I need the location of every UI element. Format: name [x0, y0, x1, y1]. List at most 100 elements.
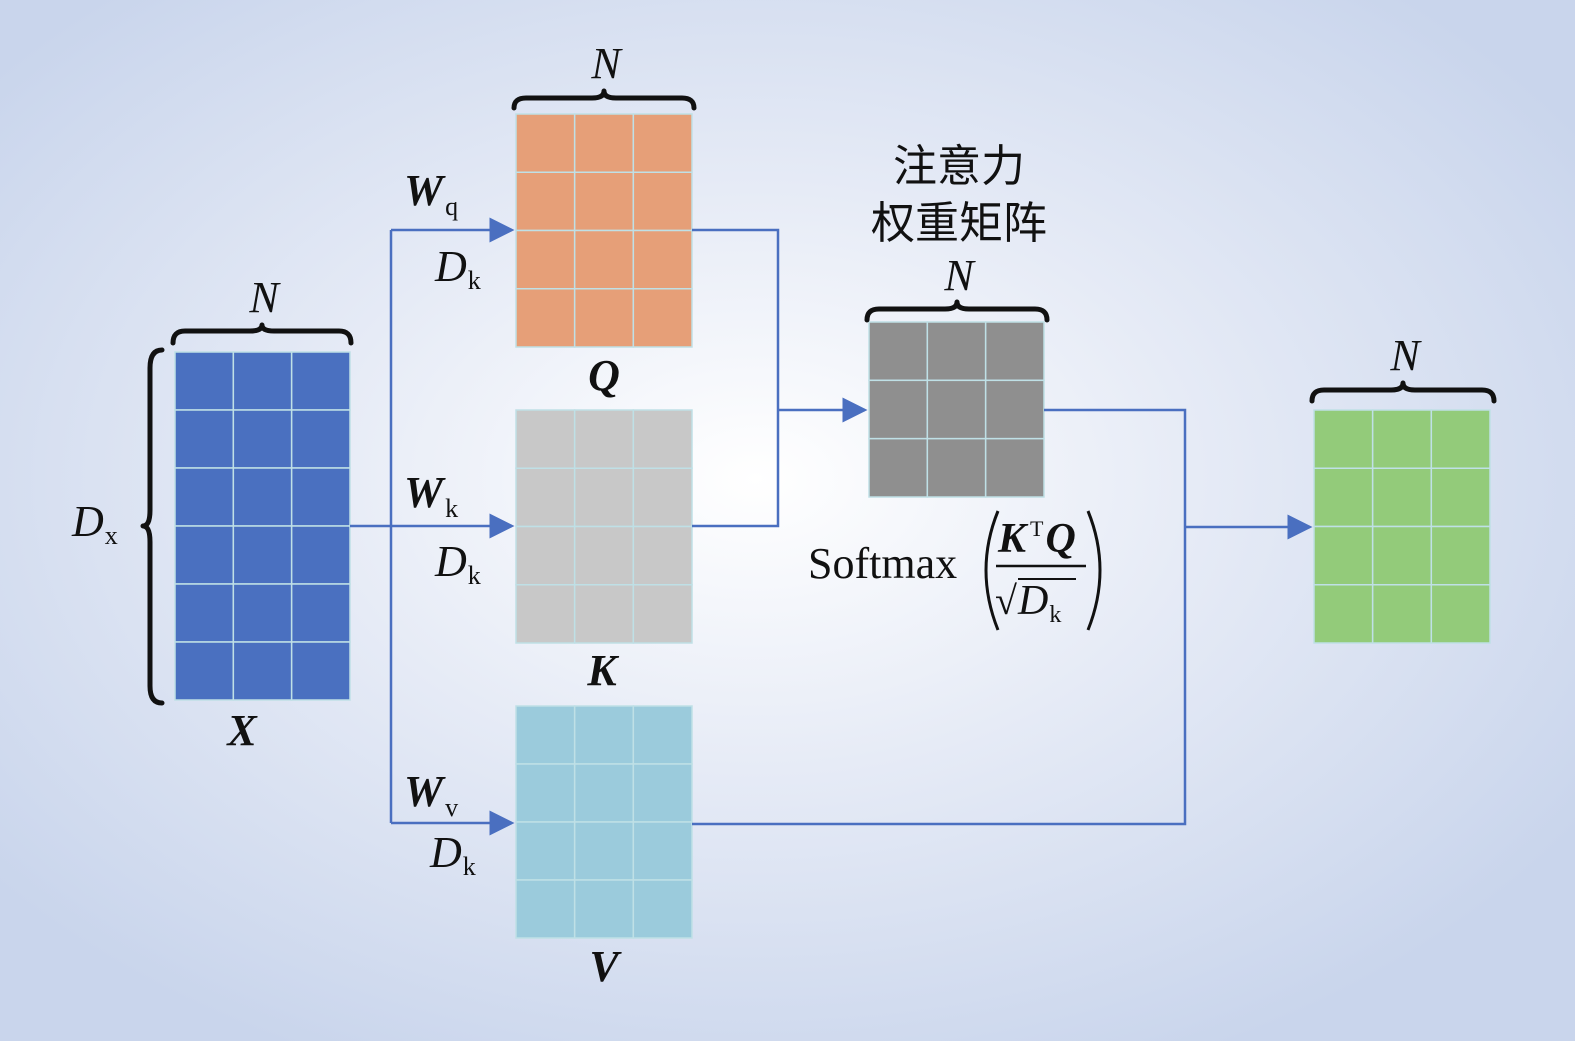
matrix-k-cell: [632, 409, 693, 469]
matrix-q-cell: [515, 113, 576, 173]
matrix-a-cell: [984, 437, 1045, 498]
flow-q-out: [692, 228, 780, 528]
softmax-label: Softmax: [808, 539, 957, 588]
matrix-k-cell: [515, 467, 576, 528]
matrix-q-cell: [573, 229, 635, 290]
matrix-x-cell: [174, 467, 235, 527]
matrix-x-cell: [232, 525, 293, 585]
label-x: X: [225, 706, 258, 755]
label-dx: Dx: [71, 497, 118, 550]
matrix-a-cell: [926, 379, 987, 440]
label-v: V: [589, 942, 622, 991]
attention-title-line2: 权重矩阵: [871, 198, 1047, 249]
matrix-output: [1313, 409, 1491, 644]
matrix-q-cell: [573, 113, 635, 173]
matrix-x-cell: [290, 583, 351, 643]
matrix-k-cell: [515, 525, 576, 586]
matrix-a-cell: [926, 321, 987, 382]
formula-right-paren: [1086, 510, 1102, 631]
matrix-x-cell: [290, 409, 351, 469]
formula-sqrt: √: [995, 578, 1017, 623]
matrix-x-cell: [174, 525, 235, 585]
matrix-k-cell: [573, 409, 635, 469]
matrix-out-cell: [1371, 584, 1433, 644]
matrix-out-cell: [1313, 467, 1374, 528]
matrix-v: [515, 705, 693, 939]
matrix-a-cell: [926, 437, 987, 498]
label-wv: Wv: [404, 767, 458, 822]
matrix-a-cell: [868, 321, 929, 382]
label-wk: Wk: [404, 468, 458, 523]
matrix-a-cell: [984, 379, 1045, 440]
matrix-v-cell: [632, 763, 693, 823]
matrix-out-cell: [1313, 584, 1374, 644]
matrix-v-cell: [632, 821, 693, 881]
matrix-k-cell: [515, 409, 576, 469]
matrix-out-cell: [1313, 525, 1374, 586]
matrix-x-cell: [174, 641, 235, 701]
matrix-v-cell: [515, 821, 576, 881]
matrix-q: [515, 113, 693, 348]
matrix-out-cell: [1430, 409, 1491, 469]
matrix-q-cell: [632, 229, 693, 290]
matrix-q-cell: [573, 288, 635, 348]
matrix-q-cell: [515, 171, 576, 232]
matrix-q-cell: [632, 113, 693, 173]
matrix-out-cell: [1430, 584, 1491, 644]
matrix-k-cell: [515, 584, 576, 644]
matrix-out-cell: [1371, 525, 1433, 586]
matrix-k-cell: [632, 467, 693, 528]
matrix-x-cell: [174, 583, 235, 643]
matrix-x-cell: [232, 351, 293, 411]
matrix-v-cell: [573, 763, 635, 823]
formula-denominator: Dk: [1017, 578, 1061, 628]
matrix-v-cell: [632, 879, 693, 939]
matrix-x-cell: [290, 351, 351, 411]
label-dk-k: Dk: [434, 537, 481, 590]
matrix-out-cell: [1430, 525, 1491, 586]
matrix-a-cell: [984, 321, 1045, 382]
label-k: K: [586, 646, 619, 695]
matrix-x-cell: [290, 467, 351, 527]
matrix-attention: [868, 321, 1045, 498]
matrix-x-cell: [174, 351, 235, 411]
matrix-q-cell: [515, 229, 576, 290]
matrix-out-cell: [1430, 467, 1491, 528]
matrix-x-cell: [174, 409, 235, 469]
matrix-x-cell: [232, 467, 293, 527]
flow-attention-out: [692, 408, 1187, 826]
brace-q-top: [511, 88, 697, 111]
label-n-q: N: [590, 39, 623, 88]
matrix-a-cell: [868, 379, 929, 440]
matrix-v-cell: [573, 821, 635, 881]
label-q: Q: [588, 351, 620, 400]
matrix-out-cell: [1371, 467, 1433, 528]
matrix-v-cell: [515, 705, 576, 765]
label-dk-q: Dk: [434, 242, 481, 295]
label-n-output: N: [1389, 331, 1422, 380]
matrix-q-cell: [632, 171, 693, 232]
matrix-k-cell: [573, 525, 635, 586]
matrix-k-cell: [632, 525, 693, 586]
matrix-out-cell: [1371, 409, 1433, 469]
matrix-q-cell: [573, 171, 635, 232]
matrix-q-cell: [632, 288, 693, 348]
brace-out-top: [1309, 380, 1497, 404]
matrix-x-cell: [232, 583, 293, 643]
matrix-k: [515, 409, 693, 644]
matrix-v-cell: [573, 879, 635, 939]
matrix-a-cell: [868, 437, 929, 498]
label-n-attention: N: [943, 251, 976, 300]
matrix-k-cell: [573, 584, 635, 644]
matrix-x-cell: [232, 409, 293, 469]
matrix-v-cell: [632, 705, 693, 765]
matrix-x: [174, 351, 351, 701]
label-wq: Wq: [404, 166, 458, 221]
matrix-out-cell: [1313, 409, 1374, 469]
matrix-k-cell: [573, 467, 635, 528]
matrix-v-cell: [573, 705, 635, 765]
matrix-x-cell: [232, 641, 293, 701]
brace-a-top: [864, 299, 1050, 323]
